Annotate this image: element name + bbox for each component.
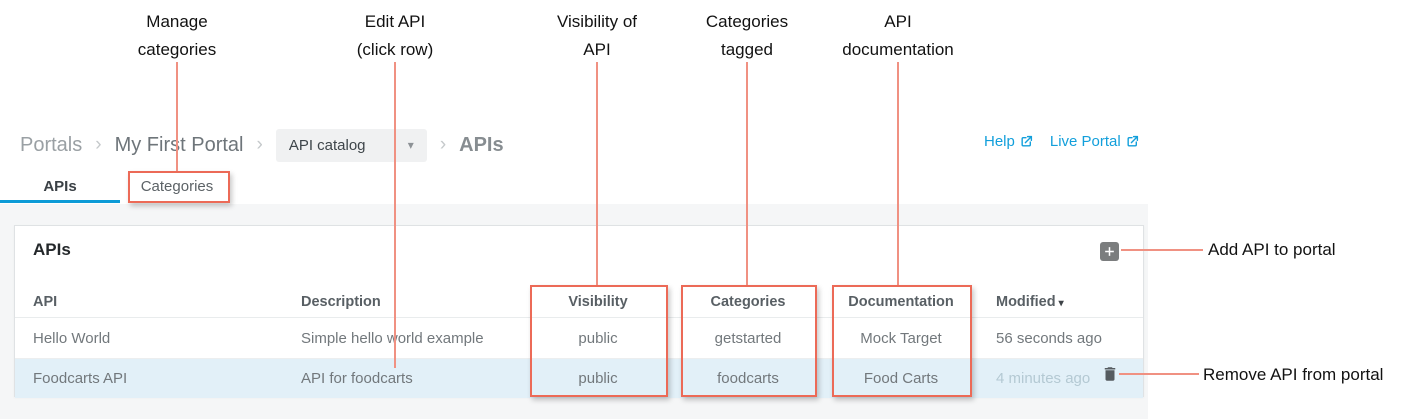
trash-icon	[1101, 364, 1119, 387]
panel-title: APIs	[33, 240, 71, 259]
cell-modified: 4 minutes ago	[996, 370, 1091, 387]
cell-description: Simple hello world example	[301, 329, 484, 347]
column-header-modified[interactable]: Modified▾	[996, 294, 1116, 310]
column-header-api: API	[33, 293, 58, 310]
breadcrumb-current-apis: APIs	[459, 133, 504, 156]
live-portal-link[interactable]: Live Portal	[1050, 133, 1139, 150]
live-portal-link-label: Live Portal	[1049, 133, 1121, 150]
chevron-right-icon: ›	[439, 134, 447, 155]
chevron-right-icon: ›	[95, 134, 102, 155]
table-row[interactable]: Foodcarts API API for foodcarts public f…	[15, 359, 1143, 398]
annotation-edit-api: Edit API (click row)	[357, 8, 434, 64]
external-link-icon	[1020, 135, 1033, 148]
tab-categories[interactable]: Categories	[128, 172, 226, 200]
cell-documentation: Mock Target	[860, 329, 942, 347]
annotation-line: tagged	[721, 40, 773, 59]
annotation-line: categories	[137, 40, 217, 59]
header-links: Help Live Portal	[984, 133, 1139, 150]
cell-api: Foodcarts API	[33, 370, 128, 387]
breadcrumb: Portals › My First Portal › API catalog …	[20, 128, 504, 162]
column-header-visibility: Visibility	[568, 293, 628, 310]
column-header-modified-label: Modified	[996, 293, 1056, 310]
add-api-button[interactable]	[1100, 242, 1119, 261]
help-link-label: Help	[984, 133, 1015, 150]
tab-categories-label: Categories	[140, 177, 214, 195]
annotation-remove-api: Remove API from portal	[1203, 365, 1384, 384]
annotation-line: Edit API	[364, 12, 426, 31]
chevron-right-icon: ›	[256, 134, 263, 155]
apis-panel: APIs API Description Visibility Categori…	[14, 225, 1144, 398]
breadcrumb-item-portals[interactable]: Portals	[20, 133, 83, 156]
cell-visibility: public	[578, 329, 618, 347]
sort-descending-icon: ▾	[1058, 297, 1064, 309]
table-header: API Description Visibility Categories Do…	[15, 286, 1143, 318]
chevron-down-icon: ▾	[407, 138, 414, 152]
tab-apis-label: APIs	[43, 177, 77, 195]
annotation-manage-categories: Manage categories	[138, 8, 216, 64]
annotation-line: Visibility of	[557, 12, 637, 31]
cell-api: Hello World	[33, 329, 111, 347]
active-tab-underline	[0, 200, 120, 203]
external-link-icon	[1126, 135, 1139, 148]
annotation-line: API	[583, 40, 611, 59]
cell-categories: foodcarts	[717, 370, 779, 387]
annotation-line: API	[884, 12, 912, 31]
annotation-categories-tagged: Categories tagged	[706, 8, 788, 64]
remove-api-button[interactable]	[1098, 364, 1122, 386]
cell-categories: getstarted	[714, 329, 782, 347]
cell-visibility: public	[578, 370, 618, 387]
cell-description: API for foodcarts	[301, 370, 413, 387]
annotation-line: Manage	[146, 12, 208, 31]
tab-apis[interactable]: APIs	[0, 172, 120, 200]
cell-modified: 56 seconds ago	[996, 329, 1102, 347]
column-header-description: Description	[301, 293, 381, 310]
table-row[interactable]: Hello World Simple hello world example p…	[15, 318, 1143, 359]
annotation-line: (click row)	[356, 40, 434, 59]
annotation-line: Categories	[705, 12, 789, 31]
annotation-api-documentation: API documentation	[842, 8, 954, 64]
page-selector-dropdown[interactable]: API catalog ▾	[275, 128, 427, 162]
annotation-line: documentation	[842, 40, 954, 59]
dropdown-selected-value: API catalog	[288, 136, 366, 154]
cell-documentation: Food Carts	[863, 370, 939, 387]
annotation-visibility: Visibility of API	[557, 8, 637, 64]
annotation-add-api: Add API to portal	[1208, 240, 1336, 259]
help-link[interactable]: Help	[984, 133, 1033, 150]
column-header-categories: Categories	[710, 293, 786, 310]
column-header-documentation: Documentation	[848, 293, 954, 310]
plus-icon	[1103, 245, 1116, 258]
breadcrumb-item-my-first-portal[interactable]: My First Portal	[114, 133, 244, 156]
